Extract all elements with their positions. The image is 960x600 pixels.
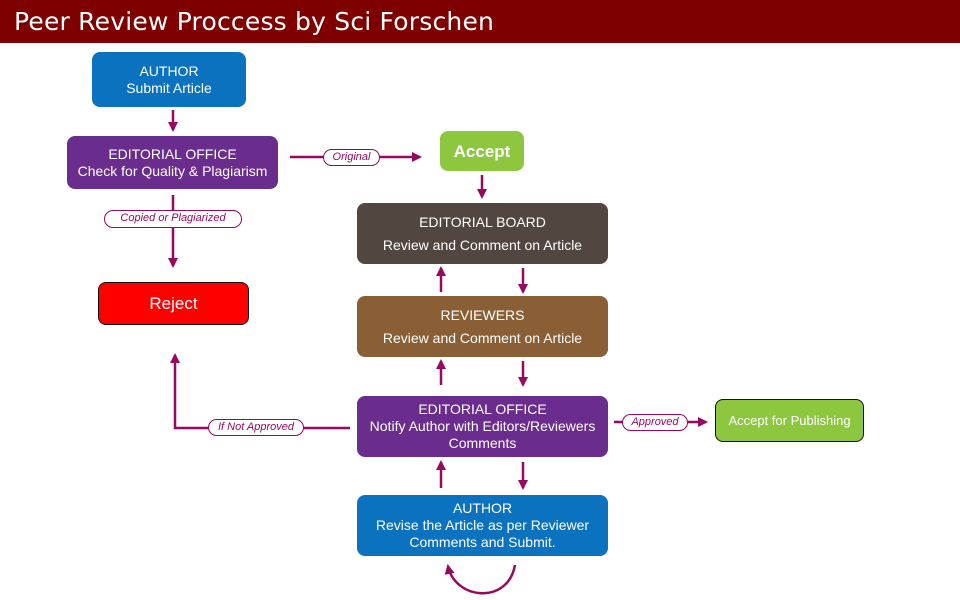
arrow-revise-loop [444,564,517,595]
editorial-notify-action-cont: Comments [448,435,517,451]
author-revise-role: AUTHOR [452,500,513,516]
editorial-check-action: Check for Quality & Plagiarism [77,162,268,179]
accept-publishing-node: Accept for Publishing [715,399,864,442]
edge-label-not-approved: If Not Approved [208,419,304,436]
editorial-board-action: Review and Comment on Article [382,236,583,253]
author-submit-action: Submit Article [126,79,212,96]
edge-label-original: Original [323,149,380,166]
page-title: Peer Review Proccess by Sci Forschen [14,7,495,36]
editorial-notify-role: EDITORIAL OFFICE [418,401,547,417]
author-revise-node: AUTHOR Revise the Article as per Reviewe… [357,495,608,556]
author-submit-role: AUTHOR [139,62,199,79]
editorial-notify-action: Notify Author with Editors/Reviewers [369,418,596,434]
header-bar: Peer Review Proccess by Sci Forschen [0,0,960,43]
editorial-check-role: EDITORIAL OFFICE [108,145,237,162]
reject-label: Reject [149,294,198,313]
editorial-notify-node: EDITORIAL OFFICE Notify Author with Edit… [357,396,608,457]
reject-node: Reject [98,282,249,325]
author-revise-action: Revise the Article as per Reviewer [375,517,590,533]
editorial-board-node: EDITORIAL BOARD Review and Comment on Ar… [357,203,608,264]
edge-label-approved: Approved [622,414,688,431]
editorial-board-role: EDITORIAL BOARD [419,213,546,230]
accept-node: Accept [440,131,524,171]
author-revise-action-cont: Comments and Submit. [409,534,556,550]
author-submit-node: AUTHOR Submit Article [92,52,246,107]
edge-label-copied: Copied or Plagiarized [104,210,242,228]
reviewers-action: Review and Comment on Article [382,329,583,346]
accept-publishing-label: Accept for Publishing [728,413,851,428]
accept-label: Accept [453,141,511,161]
arrow-notify-to-reject [170,353,350,430]
reviewers-role: REVIEWERS [440,306,525,323]
editorial-check-node: EDITORIAL OFFICE Check for Quality & Pla… [67,136,278,189]
reviewers-node: REVIEWERS Review and Comment on Article [357,296,608,357]
